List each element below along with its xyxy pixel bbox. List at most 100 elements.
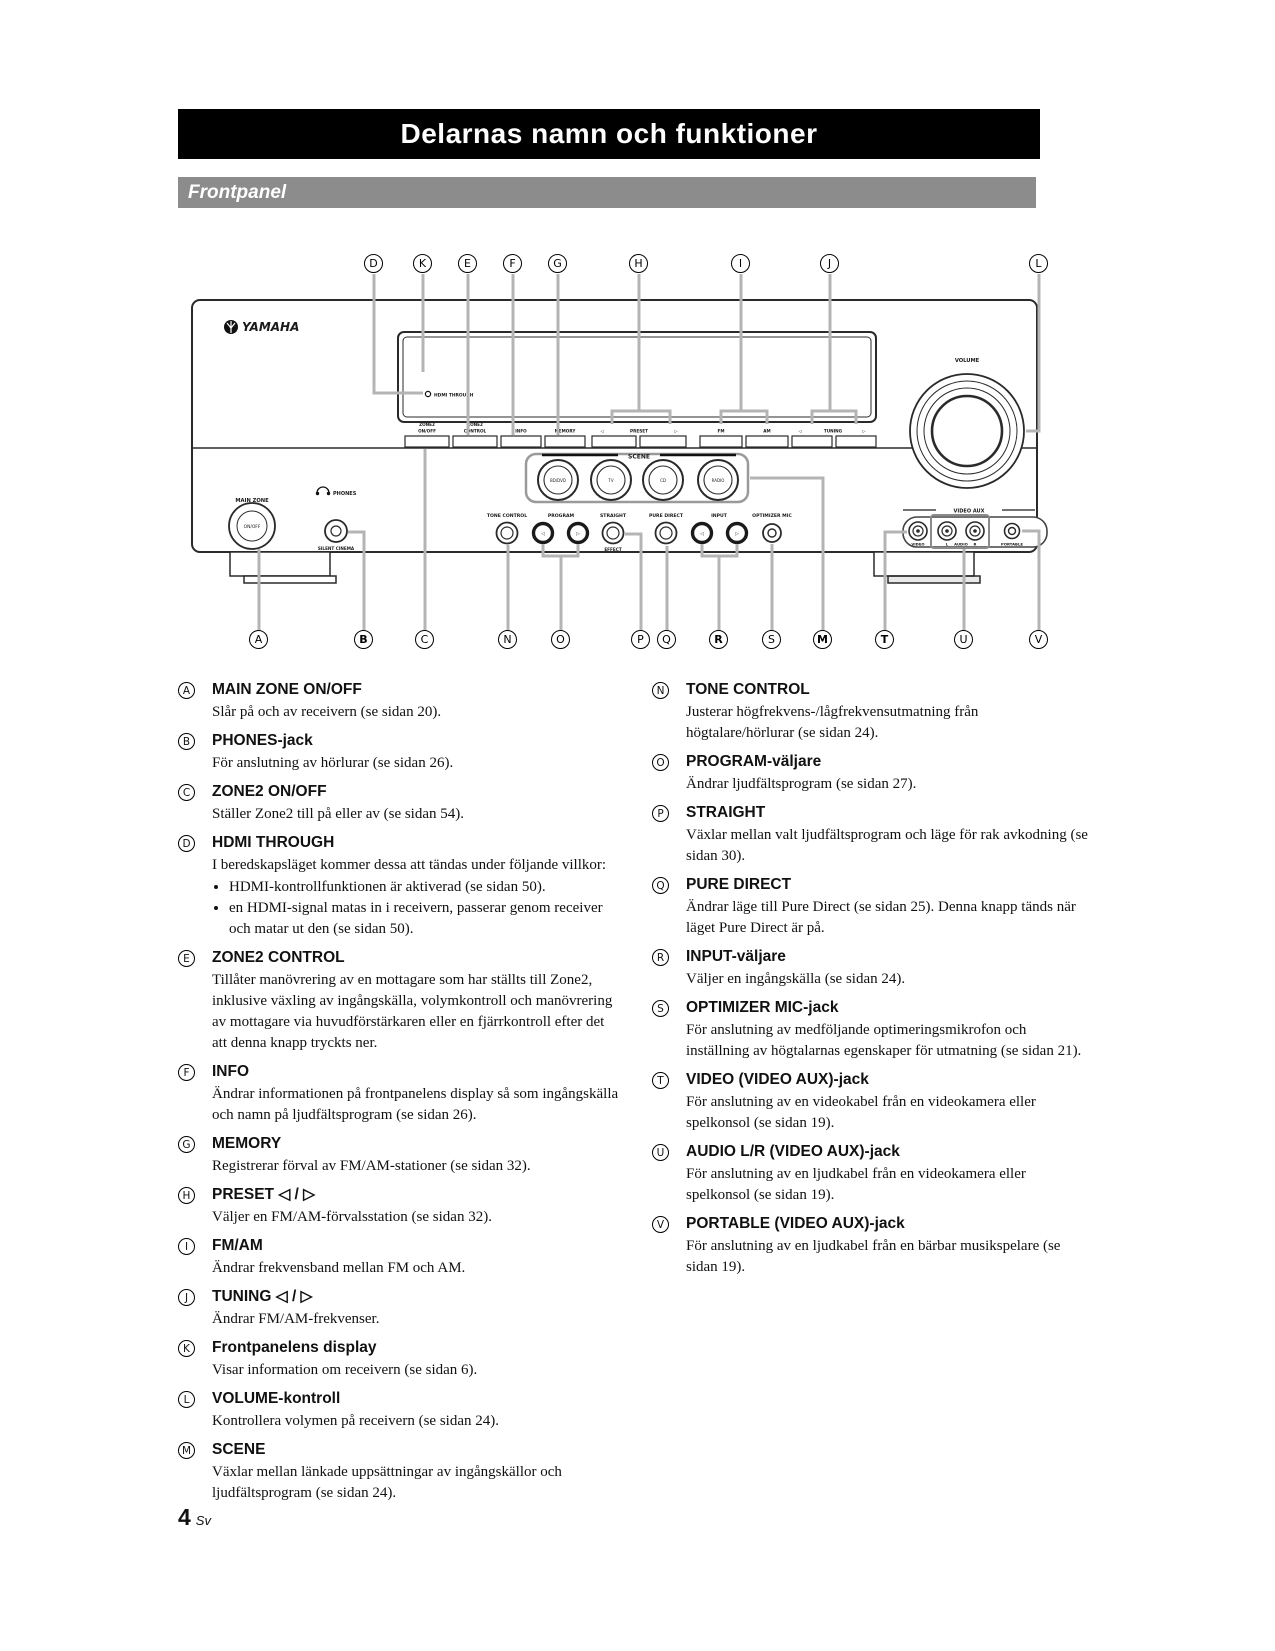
- part-title: HDMI THROUGH: [212, 834, 335, 851]
- part-letter-badge: S: [652, 1000, 669, 1017]
- part-letter-badge: O: [652, 754, 669, 771]
- svg-text:ON/OFF: ON/OFF: [244, 524, 261, 530]
- svg-text:TV: TV: [607, 478, 613, 483]
- svg-text:MAIN ZONE: MAIN ZONE: [235, 498, 269, 504]
- part-list-item: J TUNING ◁ / ▷ Ändrar FM/AM-frekvenser.: [178, 1287, 620, 1330]
- right-foot: [873, 551, 981, 584]
- part-title: MEMORY: [212, 1135, 282, 1152]
- part-description: Slår på och av receivern (se sidan 20).: [212, 704, 442, 720]
- optimizer-mic-jack: [762, 523, 782, 543]
- svg-text:SILENT CINEMA: SILENT CINEMA: [318, 546, 355, 551]
- zone2-onoff-button: [404, 435, 450, 448]
- svg-text:INFO: INFO: [515, 429, 527, 434]
- part-description: I beredskapsläget kommer dessa att tända…: [212, 857, 607, 873]
- part-description: Växlar mellan länkade uppsättningar av i…: [212, 1464, 562, 1501]
- part-list-item: K Frontpanelens display Visar informatio…: [178, 1338, 620, 1381]
- part-letter-badge: R: [652, 949, 669, 966]
- page-number: 4: [178, 1504, 191, 1530]
- part-description: Ändrar ljudfältsprogram (se sidan 27).: [686, 776, 917, 792]
- part-title: SCENE: [212, 1441, 266, 1458]
- part-list-item: A MAIN ZONE ON/OFF Slår på och av receiv…: [178, 680, 620, 723]
- svg-text:ZONE2: ZONE2: [419, 422, 435, 427]
- svg-text:OPTIMIZER MIC: OPTIMIZER MIC: [752, 513, 792, 519]
- part-description: Ställer Zone2 till på eller av (se sidan…: [212, 806, 465, 822]
- part-letter-badge: F: [178, 1064, 195, 1081]
- svg-text:L: L: [946, 542, 949, 547]
- part-letter-badge: C: [178, 784, 195, 801]
- part-title: TUNING ◁ / ▷: [212, 1288, 313, 1305]
- parts-list-right-column: N TONE CONTROL Justerar högfrekvens-/låg…: [652, 680, 1088, 1286]
- svg-text:MEMORY: MEMORY: [555, 429, 577, 434]
- part-title: INFO: [212, 1063, 250, 1080]
- hdmi-through-indicator: HDMI THROUGH: [424, 390, 474, 399]
- scene-radio-button: RADIO: [697, 459, 739, 501]
- part-list-item: T VIDEO (VIDEO AUX)-jack För anslutning …: [652, 1070, 1088, 1134]
- input-right-button: ▷: [725, 521, 749, 545]
- part-list-item: S OPTIMIZER MIC-jack För anslutning av m…: [652, 998, 1088, 1062]
- svg-text:▷: ▷: [674, 429, 678, 434]
- preset-left-button: [591, 435, 637, 448]
- phones-jack: PHONES SILENT CINEMA: [315, 486, 357, 551]
- part-title: PURE DIRECT: [686, 876, 792, 893]
- part-title: FM/AM: [212, 1237, 263, 1254]
- part-title: VOLUME-kontroll: [212, 1390, 341, 1407]
- part-description: För anslutning av en ljudkabel från en v…: [686, 1166, 1026, 1203]
- part-list-item: B PHONES-jack För anslutning av hörlurar…: [178, 731, 620, 774]
- part-description: För anslutning av hörlurar (se sidan 26)…: [212, 755, 454, 771]
- part-description: Ändrar FM/AM-frekvenser.: [212, 1311, 380, 1327]
- parts-list-left-column: A MAIN ZONE ON/OFF Slår på och av receiv…: [178, 680, 620, 1512]
- svg-text:PORTABLE: PORTABLE: [1001, 542, 1023, 547]
- svg-text:VOLUME: VOLUME: [955, 358, 980, 364]
- part-letter-badge: J: [178, 1289, 195, 1306]
- part-list-item: V PORTABLE (VIDEO AUX)-jack För anslutni…: [652, 1214, 1088, 1278]
- scene-cd-button: CD: [642, 459, 684, 501]
- part-description: Registrerar förval av FM/AM-stationer (s…: [212, 1158, 531, 1174]
- left-foot: [229, 551, 337, 584]
- video-aux-portable-jack: [1003, 522, 1021, 540]
- part-description: Ändrar läge till Pure Direct (se sidan 2…: [686, 899, 1076, 936]
- part-letter-badge: G: [178, 1136, 195, 1153]
- part-title: TONE CONTROL: [686, 681, 810, 698]
- volume-knob: VOLUME: [909, 358, 1025, 489]
- front-panel-diagram: YAMAHA HDMI THROUGH ZONE2 ON/OFF ZONE2 C…: [191, 274, 1048, 630]
- svg-text:◁: ◁: [600, 429, 604, 434]
- yamaha-logo: YAMAHA: [224, 320, 299, 334]
- part-letter-badge: N: [652, 682, 669, 699]
- video-aux-video-jack: [908, 521, 928, 541]
- scene-tv-button: TV: [590, 459, 632, 501]
- part-list-item: U AUDIO L/R (VIDEO AUX)-jack För anslutn…: [652, 1142, 1088, 1206]
- svg-text:STRAIGHT: STRAIGHT: [600, 513, 627, 519]
- svg-text:ZONE2: ZONE2: [467, 422, 483, 427]
- part-description: Växlar mellan valt ljudfältsprogram och …: [686, 827, 1088, 864]
- part-list-item: C ZONE2 ON/OFF Ställer Zone2 till på ell…: [178, 782, 620, 825]
- part-title: Frontpanelens display: [212, 1339, 377, 1356]
- info-button: [500, 435, 542, 448]
- svg-text:FM: FM: [717, 429, 724, 434]
- part-description: Visar information om receivern (se sidan…: [212, 1362, 478, 1378]
- callout-leader-lines: [257, 274, 1041, 630]
- part-list-item: I FM/AM Ändrar frekvensband mellan FM oc…: [178, 1236, 620, 1279]
- svg-text:CONTROL: CONTROL: [464, 429, 487, 434]
- svg-text:ON/OFF: ON/OFF: [418, 429, 436, 434]
- pure-direct-button: [654, 521, 678, 545]
- part-description: Kontrollera volymen på receivern (se sid…: [212, 1413, 499, 1429]
- part-letter-badge: E: [178, 950, 195, 967]
- svg-text:▷: ▷: [576, 532, 580, 537]
- part-letter-badge: B: [178, 733, 195, 750]
- svg-text:AUDIO: AUDIO: [954, 542, 968, 547]
- part-description: För anslutning av en videokabel från en …: [686, 1094, 1036, 1131]
- part-title: PROGRAM-väljare: [686, 753, 822, 770]
- tone-control-knob: [495, 521, 519, 545]
- part-bullets: HDMI-kontrollfunktionen är aktiverad (se…: [212, 877, 620, 940]
- svg-text:VIDEO AUX: VIDEO AUX: [954, 509, 985, 515]
- part-title: AUDIO L/R (VIDEO AUX)-jack: [686, 1143, 900, 1160]
- part-list-item: M SCENE Växlar mellan länkade uppsättnin…: [178, 1440, 620, 1504]
- page-title: Delarnas namn och funktioner: [178, 109, 1040, 159]
- scene-button-group: SCENE BD/DVD TV CD RADIO: [524, 452, 750, 504]
- part-bullet: en HDMI-signal matas in i receivern, pas…: [229, 898, 620, 940]
- svg-text:RADIO: RADIO: [712, 478, 725, 483]
- part-title: PRESET ◁ / ▷: [212, 1186, 316, 1203]
- part-list-item: L VOLUME-kontroll Kontrollera volymen på…: [178, 1389, 620, 1432]
- svg-text:R: R: [974, 542, 977, 547]
- part-letter-badge: A: [178, 682, 195, 699]
